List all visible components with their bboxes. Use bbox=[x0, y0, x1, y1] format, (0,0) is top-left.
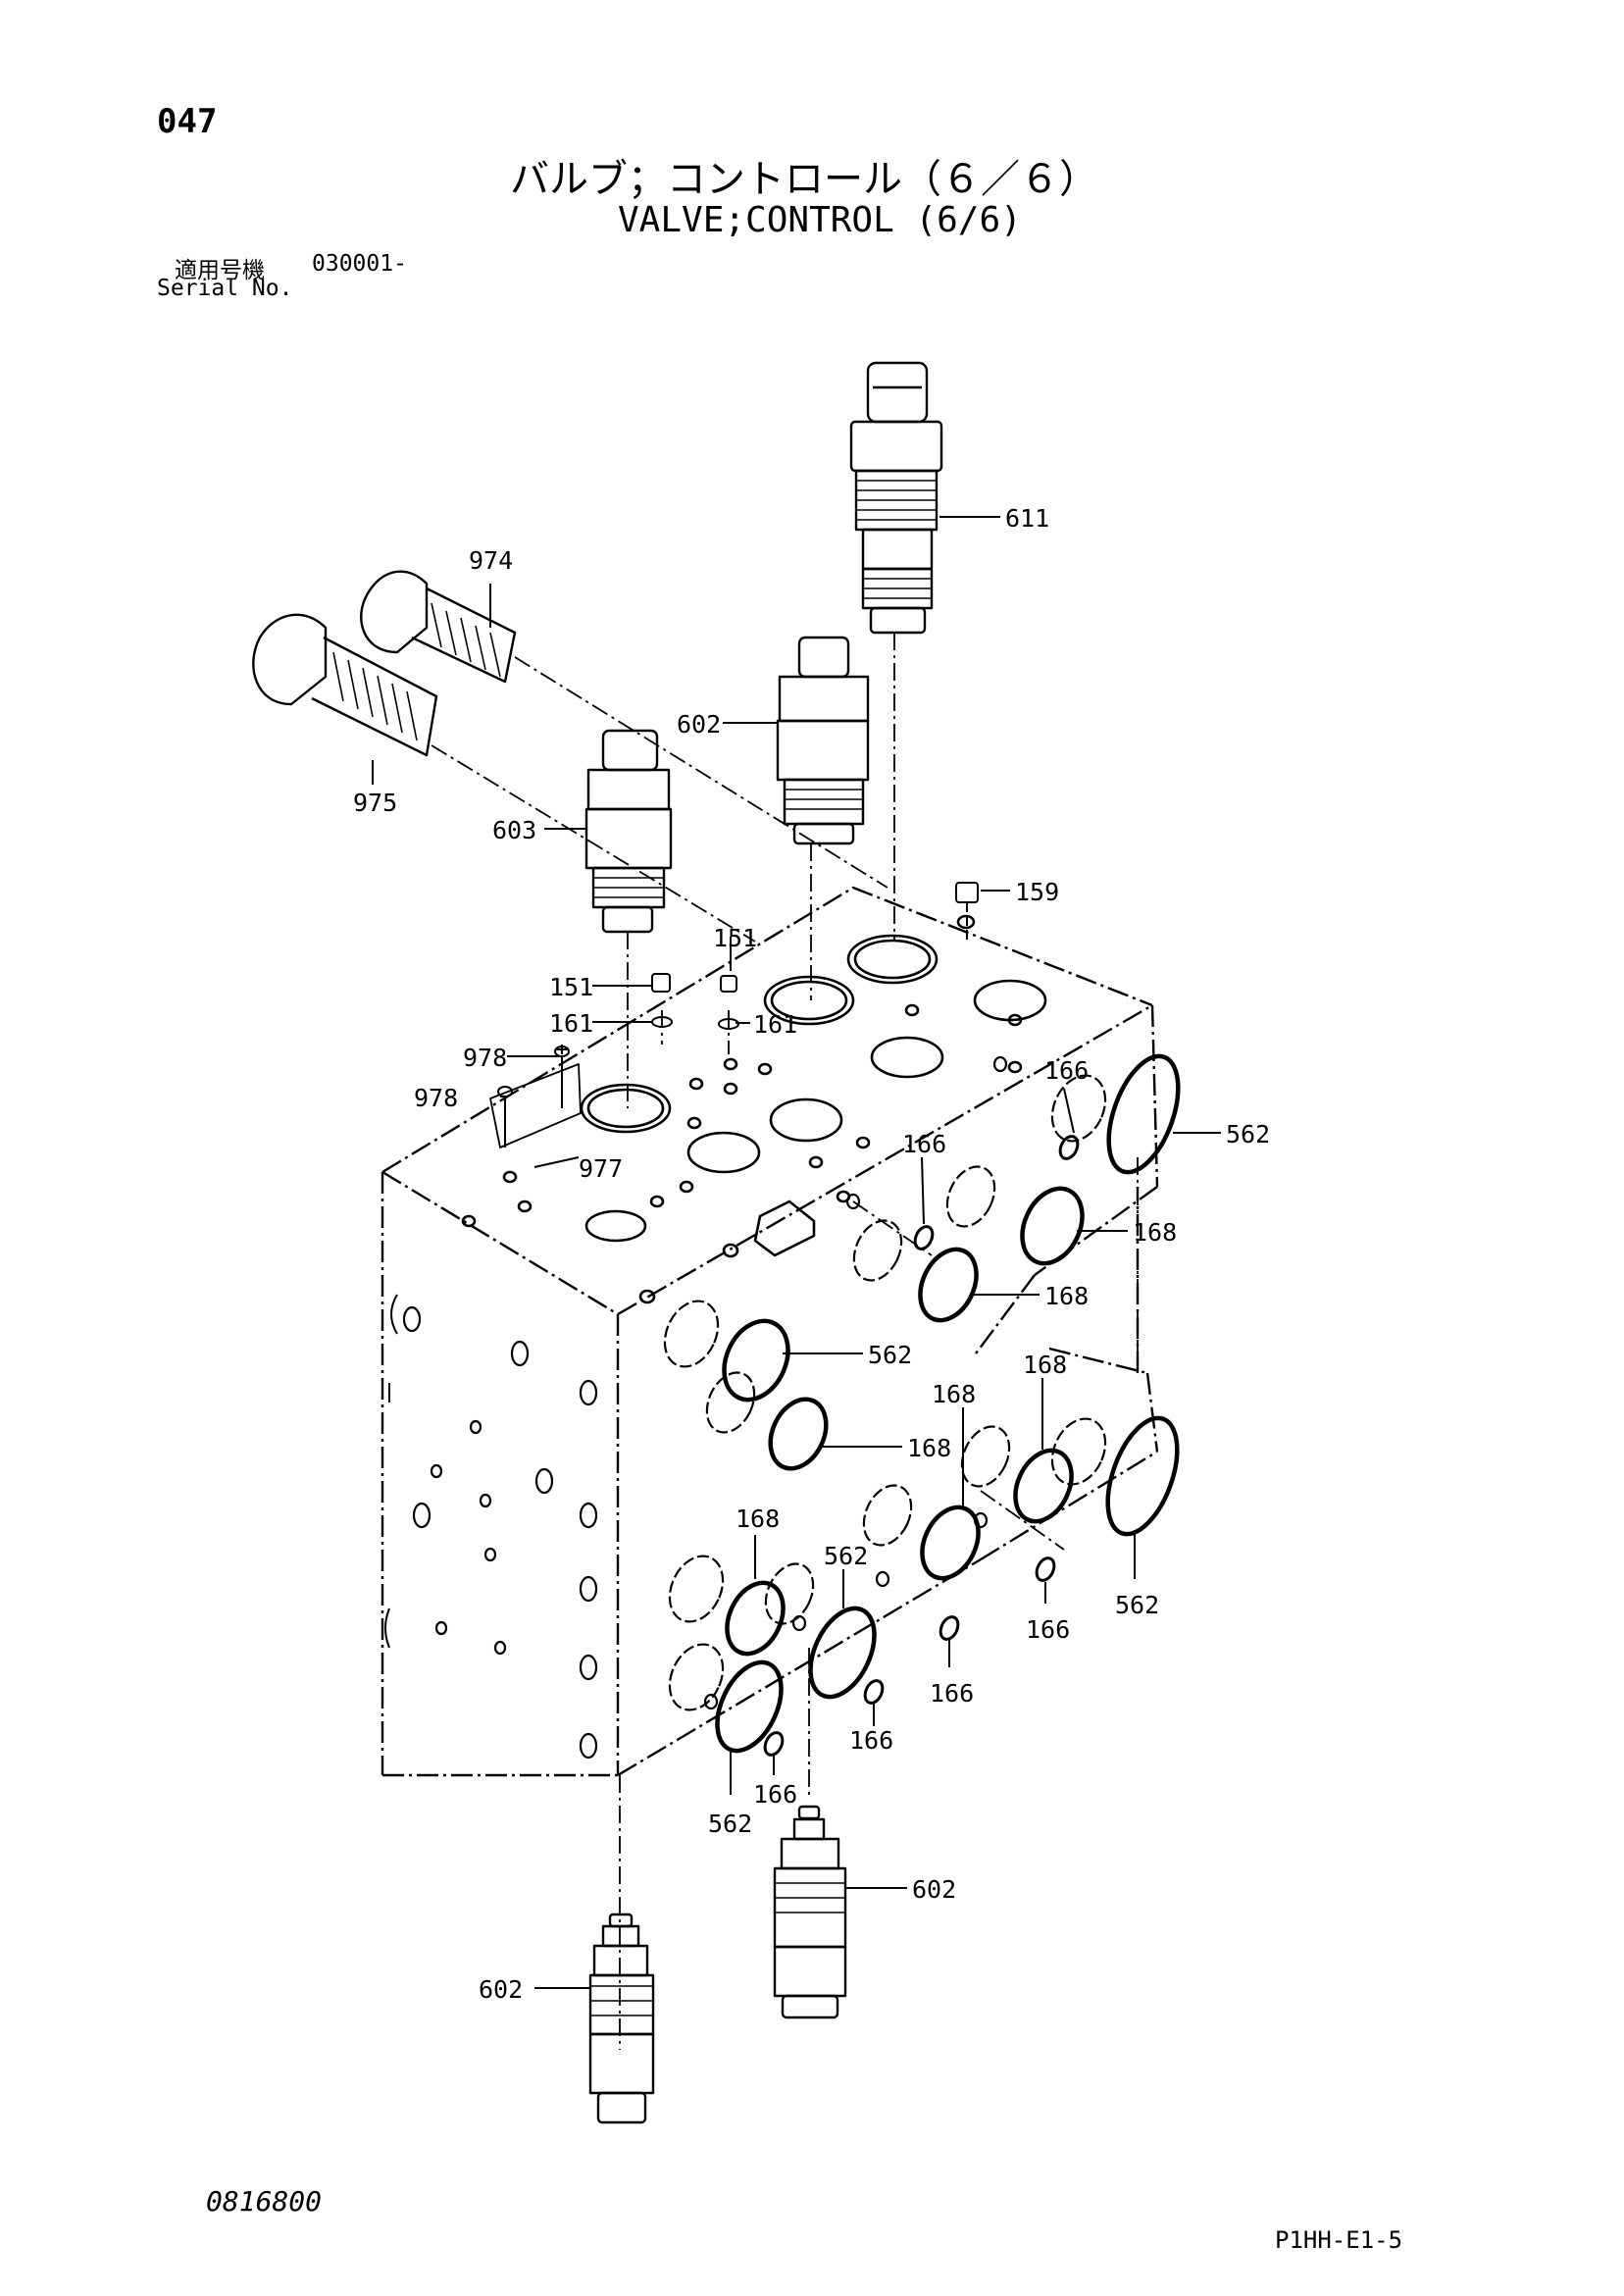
label-562-e: 562 bbox=[708, 1810, 752, 1838]
part-975-socket-bolt bbox=[252, 613, 438, 757]
document-code: 0816800 bbox=[206, 2185, 323, 2218]
part-974-socket-bolt bbox=[360, 570, 517, 684]
label-978-b: 978 bbox=[414, 1084, 458, 1112]
label-562-a: 562 bbox=[1226, 1120, 1270, 1148]
label-168-b: 168 bbox=[1044, 1282, 1089, 1310]
part-602-valve-lower-right bbox=[773, 1805, 847, 2019]
label-602-mid: 602 bbox=[912, 1875, 956, 1904]
label-166-d: 166 bbox=[930, 1679, 974, 1708]
assembly-guide-lines bbox=[431, 633, 1139, 2050]
label-974: 974 bbox=[469, 546, 513, 575]
page-title-english: VALVE;CONTROL (6/6) bbox=[618, 200, 1022, 240]
top-face-ports bbox=[461, 914, 1047, 1304]
part-602-valve-bottom-left bbox=[588, 1913, 655, 2124]
label-166-b: 166 bbox=[902, 1130, 946, 1158]
part-603-valve bbox=[584, 729, 673, 934]
label-602-bottom: 602 bbox=[479, 1975, 523, 2004]
part-labels: 611 974 975 602 603 159 151 151 161 161 … bbox=[353, 504, 1270, 2004]
label-168-f: 168 bbox=[736, 1505, 780, 1533]
small-pins-and-plugs bbox=[489, 882, 979, 1148]
reference-code: P1HH-E1-5 bbox=[1275, 2226, 1403, 2254]
part-602-valve-top bbox=[776, 636, 870, 845]
label-602-top: 602 bbox=[677, 710, 721, 739]
leader-lines bbox=[372, 516, 1221, 1989]
label-168-c: 168 bbox=[907, 1434, 951, 1462]
label-166-c: 166 bbox=[1026, 1615, 1070, 1644]
label-151-a: 151 bbox=[549, 973, 593, 1001]
label-978-a: 978 bbox=[463, 1044, 507, 1072]
label-168-a: 168 bbox=[1133, 1218, 1177, 1247]
label-161-a: 161 bbox=[549, 1009, 593, 1038]
label-168-e: 168 bbox=[932, 1380, 976, 1408]
o-rings bbox=[715, 1053, 1181, 1754]
label-166-e: 166 bbox=[849, 1726, 893, 1755]
label-166-a: 166 bbox=[1044, 1056, 1089, 1085]
label-603: 603 bbox=[492, 816, 536, 844]
label-611: 611 bbox=[1005, 504, 1049, 533]
left-face-holes bbox=[402, 1305, 598, 1760]
label-166-f: 166 bbox=[753, 1780, 797, 1809]
label-161-b: 161 bbox=[753, 1010, 797, 1039]
label-562-b: 562 bbox=[868, 1341, 912, 1369]
label-562-c: 562 bbox=[824, 1542, 868, 1570]
part-611-relief-valve bbox=[849, 361, 943, 635]
valve-block-body bbox=[381, 886, 1159, 1777]
serial-label-japanese: 適用号機 bbox=[175, 258, 265, 283]
serial-label-english: Serial No. bbox=[157, 276, 293, 301]
label-151-b: 151 bbox=[713, 924, 757, 952]
right-face-small-holes bbox=[703, 1055, 1008, 1710]
small-o-rings bbox=[763, 1135, 1080, 1757]
label-977: 977 bbox=[579, 1154, 623, 1183]
label-562-d: 562 bbox=[1115, 1591, 1159, 1619]
page-number: 047 bbox=[157, 102, 218, 141]
serial-number-value: 030001- bbox=[312, 251, 407, 277]
right-face-port-recesses bbox=[663, 1074, 1107, 1711]
label-168-d: 168 bbox=[1023, 1351, 1067, 1379]
label-159: 159 bbox=[1015, 878, 1059, 906]
label-975: 975 bbox=[353, 789, 397, 817]
page-title-japanese: バルブ；コントロール（６／６） bbox=[510, 157, 1098, 202]
